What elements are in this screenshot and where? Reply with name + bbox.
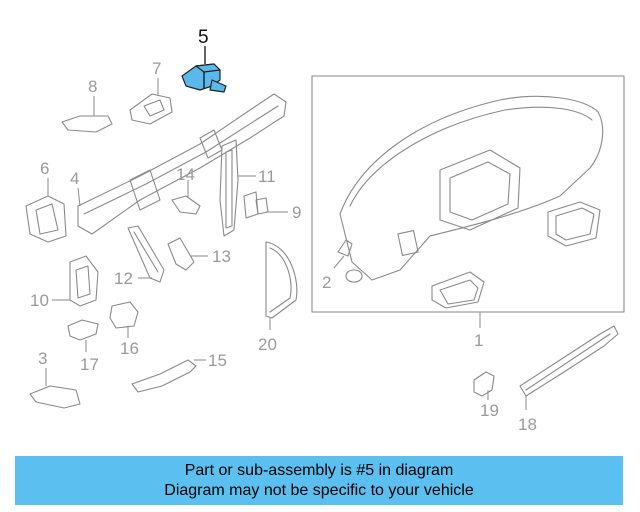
part-2-clip[interactable]: 2 <box>322 239 363 292</box>
callout-5: 5 <box>198 27 209 48</box>
banner-line-2: Diagram may not be specific to your vehi… <box>164 481 474 499</box>
part-13-bracket[interactable]: 13 <box>167 237 231 271</box>
part-6-bracket[interactable]: 6 <box>25 159 67 243</box>
callout-10: 10 <box>30 291 49 310</box>
info-banner: Part or sub-assembly is #5 in diagram Di… <box>15 456 623 505</box>
part-1-instrument-panel[interactable]: 1 <box>311 75 625 350</box>
callout-15: 15 <box>208 351 227 370</box>
callout-3: 3 <box>38 349 47 368</box>
banner-line-1: Part or sub-assembly is #5 in diagram <box>184 461 454 479</box>
part-18-rail[interactable]: 18 <box>518 325 619 434</box>
callout-16: 16 <box>120 339 139 358</box>
callout-6: 6 <box>40 159 49 178</box>
part-17-bracket[interactable]: 17 <box>67 319 99 374</box>
part-11-pillar-bracket[interactable]: 11 <box>219 139 276 237</box>
callout-9: 9 <box>292 203 301 222</box>
part-9-bracket[interactable]: 9 <box>243 191 301 222</box>
callout-4: 4 <box>70 169 79 188</box>
part-3-bracket[interactable]: 3 <box>29 349 81 409</box>
part-10-bracket[interactable]: 10 <box>30 255 99 310</box>
callout-12: 12 <box>114 269 133 288</box>
callout-19: 19 <box>480 401 499 420</box>
part-20-trim-strip[interactable]: 20 <box>258 241 298 354</box>
callout-7: 7 <box>152 59 161 78</box>
callout-20: 20 <box>258 335 277 354</box>
callout-8: 8 <box>88 77 97 96</box>
callout-14: 14 <box>176 165 195 184</box>
part-12-brace[interactable]: 12 <box>114 225 165 288</box>
part-8-bracket[interactable]: 8 <box>61 77 113 133</box>
part-7-bracket[interactable]: 7 <box>129 59 173 125</box>
part-15-brace[interactable]: 15 <box>131 351 227 393</box>
callout-1: 1 <box>474 331 483 350</box>
part-16-bracket[interactable]: 16 <box>109 301 139 358</box>
part-4-cross-member[interactable]: 4 <box>70 93 287 235</box>
callout-2: 2 <box>322 273 331 292</box>
callout-11: 11 <box>258 167 276 186</box>
part-14-bracket[interactable]: 14 <box>171 165 201 215</box>
part-5-bracket[interactable]: 5 <box>181 27 227 93</box>
callout-18: 18 <box>518 415 537 434</box>
callout-17: 17 <box>80 355 99 374</box>
part-19-bracket[interactable]: 19 <box>473 371 499 420</box>
callout-13: 13 <box>212 247 231 266</box>
